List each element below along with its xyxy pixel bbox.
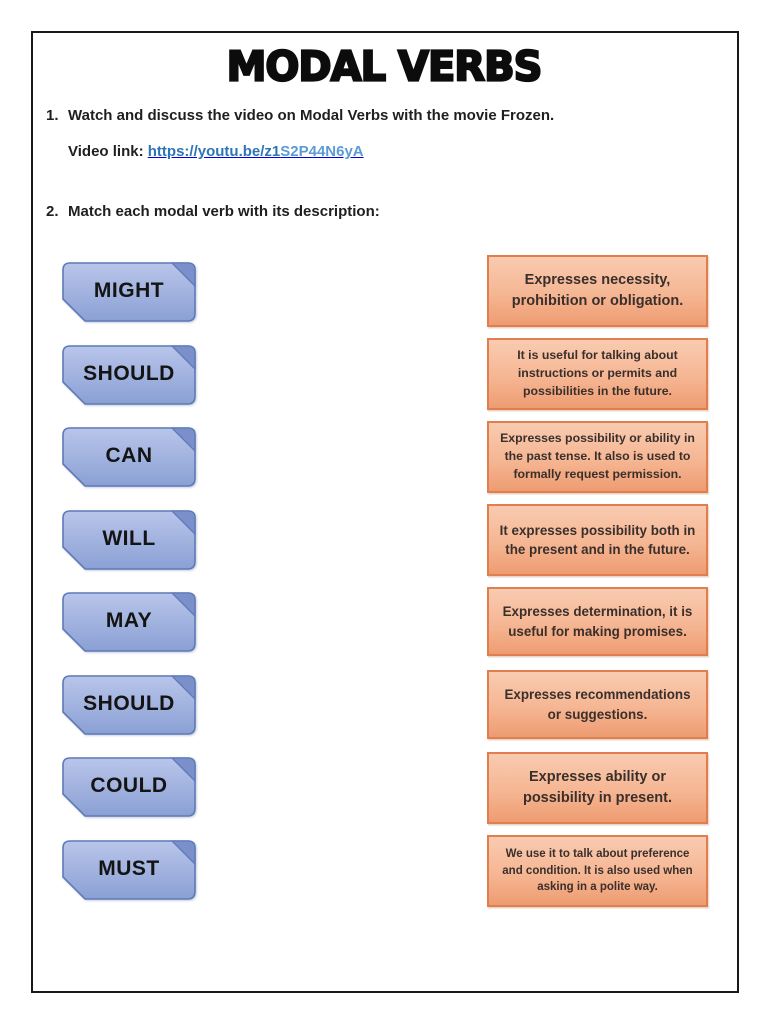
instruction-1-number: 1.: [46, 107, 59, 124]
instruction-1-text: Watch and discuss the video on Modal Ver…: [68, 107, 555, 124]
verb-card-should: SHOULD: [62, 345, 196, 405]
description-card: We use it to talk about preference and c…: [487, 835, 708, 907]
description-text: It expresses possibility both in the pre…: [499, 522, 696, 557]
verb-card-shape: [62, 345, 196, 405]
video-hyperlink[interactable]: https://youtu.be/z1S2P44N6yA: [148, 143, 364, 160]
description-text: Expresses determination, it is useful fo…: [502, 604, 693, 639]
verb-card-shape: [62, 675, 196, 735]
verb-label: WILL: [102, 527, 156, 550]
description-text: Expresses recommendations or suggestions…: [504, 687, 691, 722]
description-text: Expresses necessity, prohibition or obli…: [511, 271, 684, 309]
description-text: We use it to talk about preference and c…: [502, 847, 693, 894]
description-card: Expresses ability or possibility in pres…: [487, 752, 708, 824]
video-link-label: Video link:: [68, 143, 144, 160]
verb-card-might: MIGHT: [62, 262, 196, 322]
verb-label: MIGHT: [93, 279, 165, 302]
verb-card-shape: [62, 592, 196, 652]
description-text: Expresses possibility or ability in the …: [500, 431, 695, 481]
instruction-2-number: 2.: [46, 203, 59, 220]
verb-label: SHOULD: [83, 692, 175, 715]
description-card: Expresses possibility or ability in the …: [487, 421, 708, 493]
verb-card-shape: [62, 427, 196, 487]
verb-card-must: MUST: [62, 840, 196, 900]
verb-label: MAY: [105, 609, 153, 632]
verb-label: SHOULD: [83, 362, 175, 385]
verb-card-will: WILL: [62, 510, 196, 570]
video-url-dark-part: https://youtu.be/z1: [147, 143, 281, 160]
verb-label: CAN: [105, 444, 153, 467]
verb-label: COULD: [90, 774, 168, 797]
instruction-1: 1. Watch and discuss the video on Modal V…: [46, 107, 554, 124]
verb-card-shape: [62, 510, 196, 570]
description-text: Expresses ability or possibility in pres…: [522, 768, 673, 806]
verb-card-shape: [62, 262, 196, 322]
verb-card-may: MAY: [62, 592, 196, 652]
verb-card-should-2: SHOULD: [62, 675, 196, 735]
description-text: It is useful for talking about instructi…: [517, 348, 678, 398]
page-title: MODAL VERBS: [226, 42, 544, 91]
video-url-light-part: S2P44N6yA: [280, 143, 364, 160]
video-link-line: Video link: https://youtu.be/z1S2P44N6yA: [68, 143, 364, 160]
description-card: Expresses necessity, prohibition or obli…: [487, 255, 708, 327]
verb-label: MUST: [98, 857, 160, 880]
description-card: Expresses determination, it is useful fo…: [487, 587, 708, 656]
verb-card-shape: [62, 840, 196, 900]
instruction-2-text: Match each modal verb with its descripti…: [68, 203, 380, 220]
verb-card-can: CAN: [62, 427, 196, 487]
description-card: It expresses possibility both in the pre…: [487, 504, 708, 576]
verb-card-shape: [62, 757, 196, 817]
verb-card-could: COULD: [62, 757, 196, 817]
description-card: It is useful for talking about instructi…: [487, 338, 708, 410]
description-card: Expresses recommendations or suggestions…: [487, 670, 708, 739]
instruction-2: 2. Match each modal verb with its descrip…: [46, 203, 380, 220]
